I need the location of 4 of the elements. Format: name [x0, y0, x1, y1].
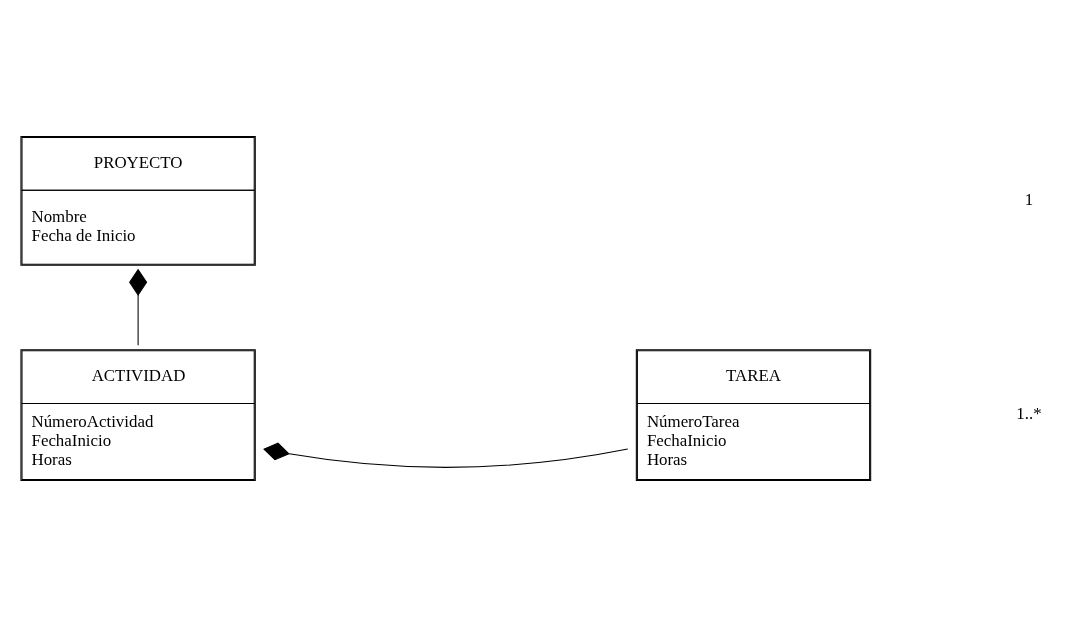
connector [263, 442, 629, 468]
label: 1 [1024, 189, 1034, 209]
label: 1..* [1016, 404, 1042, 424]
connector [129, 268, 148, 346]
